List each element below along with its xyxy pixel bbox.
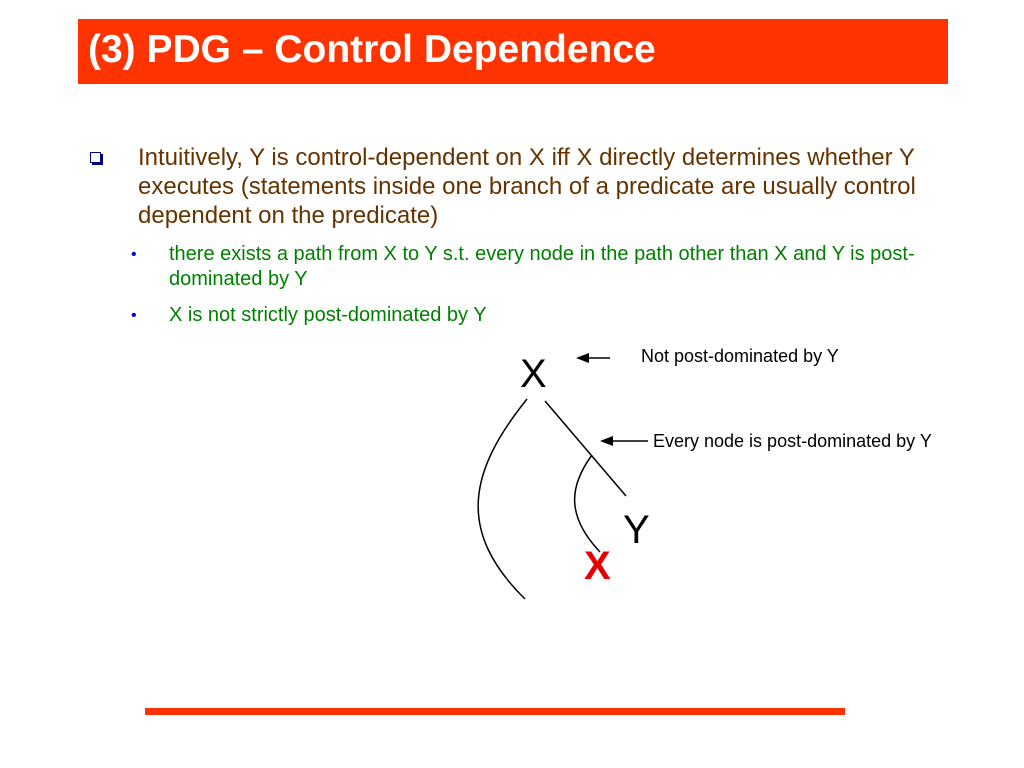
arrow-head-middle — [600, 436, 613, 446]
annotation-not-post-dominated: Not post-dominated by Y — [641, 346, 839, 366]
node-y-label: Y — [623, 508, 650, 552]
sub-bullet-dot-1: • — [131, 246, 137, 263]
path-curve-inner — [573, 454, 601, 553]
node-x-label: X — [520, 352, 547, 396]
main-bullet-text: Intuitively, Y is control-dependent on X… — [138, 144, 916, 229]
edge-x-to-y — [544, 400, 627, 497]
arrow-head-top — [576, 353, 589, 363]
sub-bullet-text-1: there exists a path from X to Y s.t. eve… — [169, 243, 915, 290]
bottom-rule — [145, 708, 845, 715]
slide-title: (3) PDG – Control Dependence — [88, 28, 656, 71]
sub-bullet-dot-2: • — [131, 307, 137, 324]
sub-bullet-text-2: X is not strictly post-dominated by Y — [169, 304, 487, 326]
annotation-every-node: Every node is post-dominated by Y — [653, 431, 932, 451]
title-bar: (3) PDG – Control Dependence — [78, 19, 948, 84]
path-curve-left — [477, 398, 528, 600]
square-bullet-icon — [90, 152, 101, 163]
cross-mark: X — [584, 544, 611, 588]
